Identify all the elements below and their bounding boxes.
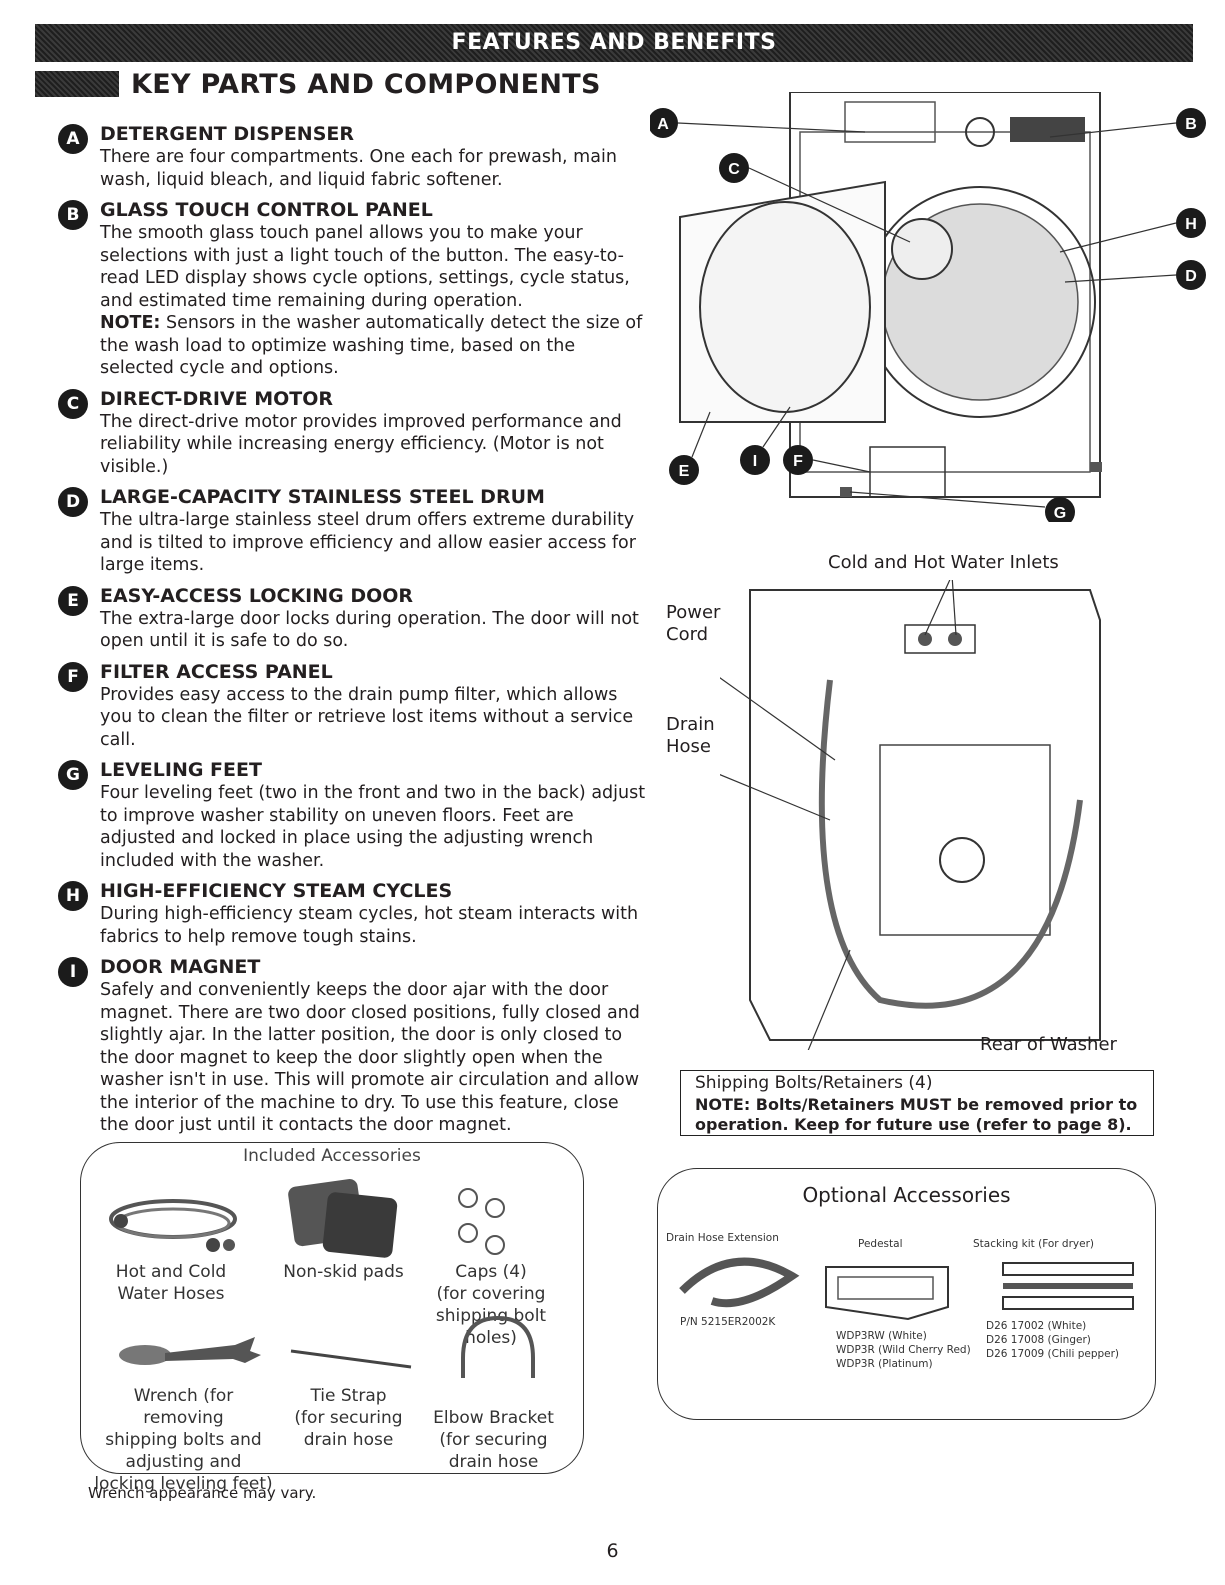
front-label-e: E <box>679 463 690 480</box>
part-title: DOOR MAGNET <box>100 956 261 978</box>
pedestal-illustration <box>825 1266 949 1321</box>
front-label-c: C <box>728 161 740 178</box>
elbow-bracket-illustration <box>461 1315 535 1378</box>
stacking-kit-models: D26 17002 (White) D26 17008 (Ginger) D26… <box>986 1320 1120 1360</box>
front-label-i: I <box>753 453 757 470</box>
part-text: During high-efficiency steam cycles, hot… <box>100 904 639 947</box>
inlets-label: Cold and Hot Water Inlets <box>828 552 1059 573</box>
elbow-bracket-label: Elbow Bracket (for securing drain hose <box>433 1408 554 1472</box>
rear-of-washer-label: Rear of Washer <box>980 1034 1117 1055</box>
badge-c: C <box>58 388 88 419</box>
wrench-label: Wrench (for removing shipping bolts and … <box>94 1386 273 1494</box>
drain-hose-label: Drain Hose <box>666 714 715 757</box>
badge-d: D <box>58 487 88 517</box>
optional-title: Optional Accessories <box>802 1183 1011 1207</box>
part-text: The direct-drive motor provides improved… <box>100 411 622 477</box>
drain-extension-label: Drain Hose Extension <box>666 1232 779 1244</box>
part-title: HIGH-EFFICIENCY STEAM CYCLES <box>100 880 453 902</box>
pedestal-models: WDP3RW (White) WDP3R (Wild Cherry Red) W… <box>836 1330 971 1370</box>
front-label-h: H <box>1185 216 1197 233</box>
section-title: KEY PARTS AND COMPONENTS <box>131 68 601 100</box>
caps-label: Caps (4) (for covering shipping bolt hol… <box>435 1262 547 1348</box>
part-text: Four leveling feet (two in the front and… <box>100 783 646 871</box>
part-text: The ultra-large stainless steel drum off… <box>100 510 636 575</box>
part-text: The smooth glass touch panel allows you … <box>100 223 630 311</box>
badge-e: E <box>58 585 88 616</box>
tie-strap-label: Tie Strap (for securing drain hose <box>294 1386 403 1450</box>
optional-accessories-box: Optional Accessories Drain Hose Extensio… <box>657 1168 1156 1420</box>
wrench-note: Wrench appearance may vary. <box>88 1484 317 1502</box>
front-label-g: G <box>1054 505 1066 522</box>
badge-g: G <box>58 760 88 790</box>
part-text: Safely and conveniently keeps the door a… <box>100 980 640 1135</box>
pads-label: Non-skid pads <box>283 1262 404 1282</box>
part-title: LEVELING FEET <box>100 759 262 781</box>
stacking-kit-label: Stacking kit (For dryer) <box>973 1238 1095 1250</box>
note-label: NOTE: <box>100 313 161 333</box>
drain-part-number: P/N 5215ER2002K <box>680 1316 776 1328</box>
part-e: E EASY-ACCESS LOCKING DOOR The extra-lar… <box>58 584 648 653</box>
note-text: Sensors in the washer automatically dete… <box>100 313 643 378</box>
washer-rear-illustration <box>720 580 1101 1050</box>
part-title: DETERGENT DISPENSER <box>100 123 354 145</box>
part-d: D LARGE-CAPACITY STAINLESS STEEL DRUM Th… <box>58 485 648 577</box>
part-title: LARGE-CAPACITY STAINLESS STEEL DRUM <box>100 486 545 508</box>
part-title: GLASS TOUCH CONTROL PANEL <box>100 199 433 221</box>
part-text: Provides easy access to the drain pump f… <box>100 684 634 750</box>
part-g: G LEVELING FEET Four leveling feet (two … <box>58 758 648 872</box>
parts-list: A DETERGENT DISPENSER There are four com… <box>58 122 648 1144</box>
included-accessories-box: Included Accessories Hot and Cold Water … <box>80 1142 584 1494</box>
washer-front-illustration: A B C H D E I F G <box>650 92 1206 522</box>
wrench-illustration <box>119 1337 261 1365</box>
heading-block <box>35 71 119 97</box>
part-i: I DOOR MAGNET Safely and conveniently ke… <box>58 955 648 1137</box>
hoses-label: Hot and Cold Water Hoses <box>115 1262 227 1304</box>
shipping-note: NOTE: Bolts/Retainers MUST be removed pr… <box>695 1095 1138 1134</box>
pedestal-label: Pedestal <box>858 1238 903 1250</box>
part-text: There are four compartments. One each fo… <box>100 147 617 190</box>
part-title: DIRECT-DRIVE MOTOR <box>100 387 334 410</box>
badge-h: H <box>58 881 88 911</box>
caps-illustration <box>458 1188 505 1255</box>
part-title: EASY-ACCESS LOCKING DOOR <box>100 584 414 607</box>
part-note: NOTE: Sensors in the washer automaticall… <box>100 312 648 380</box>
drain-extension-illustration <box>679 1257 800 1308</box>
page-number: 6 <box>606 1540 619 1562</box>
part-title: FILTER ACCESS PANEL <box>100 660 333 683</box>
part-b: B GLASS TOUCH CONTROL PANEL The smooth g… <box>58 198 648 380</box>
shipping-bolts-box: Shipping Bolts/Retainers (4) NOTE: Bolts… <box>680 1070 1154 1136</box>
features-banner: FEATURES AND BENEFITS <box>35 24 1193 62</box>
section-heading: KEY PARTS AND COMPONENTS <box>35 66 601 102</box>
part-a: A DETERGENT DISPENSER There are four com… <box>58 122 648 191</box>
front-label-a: A <box>657 116 669 133</box>
tie-strap-illustration <box>290 1349 412 1369</box>
front-label-b: B <box>1185 116 1197 133</box>
pads-illustration <box>288 1179 398 1258</box>
badge-a: A <box>58 124 88 154</box>
badge-i: I <box>58 957 88 987</box>
front-label-f: F <box>793 453 803 470</box>
part-c: C DIRECT-DRIVE MOTOR The direct-drive mo… <box>58 387 648 479</box>
shipping-title: Shipping Bolts/Retainers (4) <box>695 1073 933 1093</box>
stacking-kit-illustration <box>1002 1262 1134 1310</box>
front-label-d: D <box>1185 268 1197 285</box>
part-text: The extra-large door locks during operat… <box>100 608 639 652</box>
hoses-illustration <box>109 1199 237 1252</box>
part-h: H HIGH-EFFICIENCY STEAM CYCLES During hi… <box>58 879 648 948</box>
power-cord-label: Power Cord <box>666 602 721 645</box>
badge-f: F <box>58 661 88 692</box>
included-title: Included Accessories <box>243 1146 421 1166</box>
part-f: F FILTER ACCESS PANEL Provides easy acce… <box>58 660 648 752</box>
badge-b: B <box>58 200 88 230</box>
